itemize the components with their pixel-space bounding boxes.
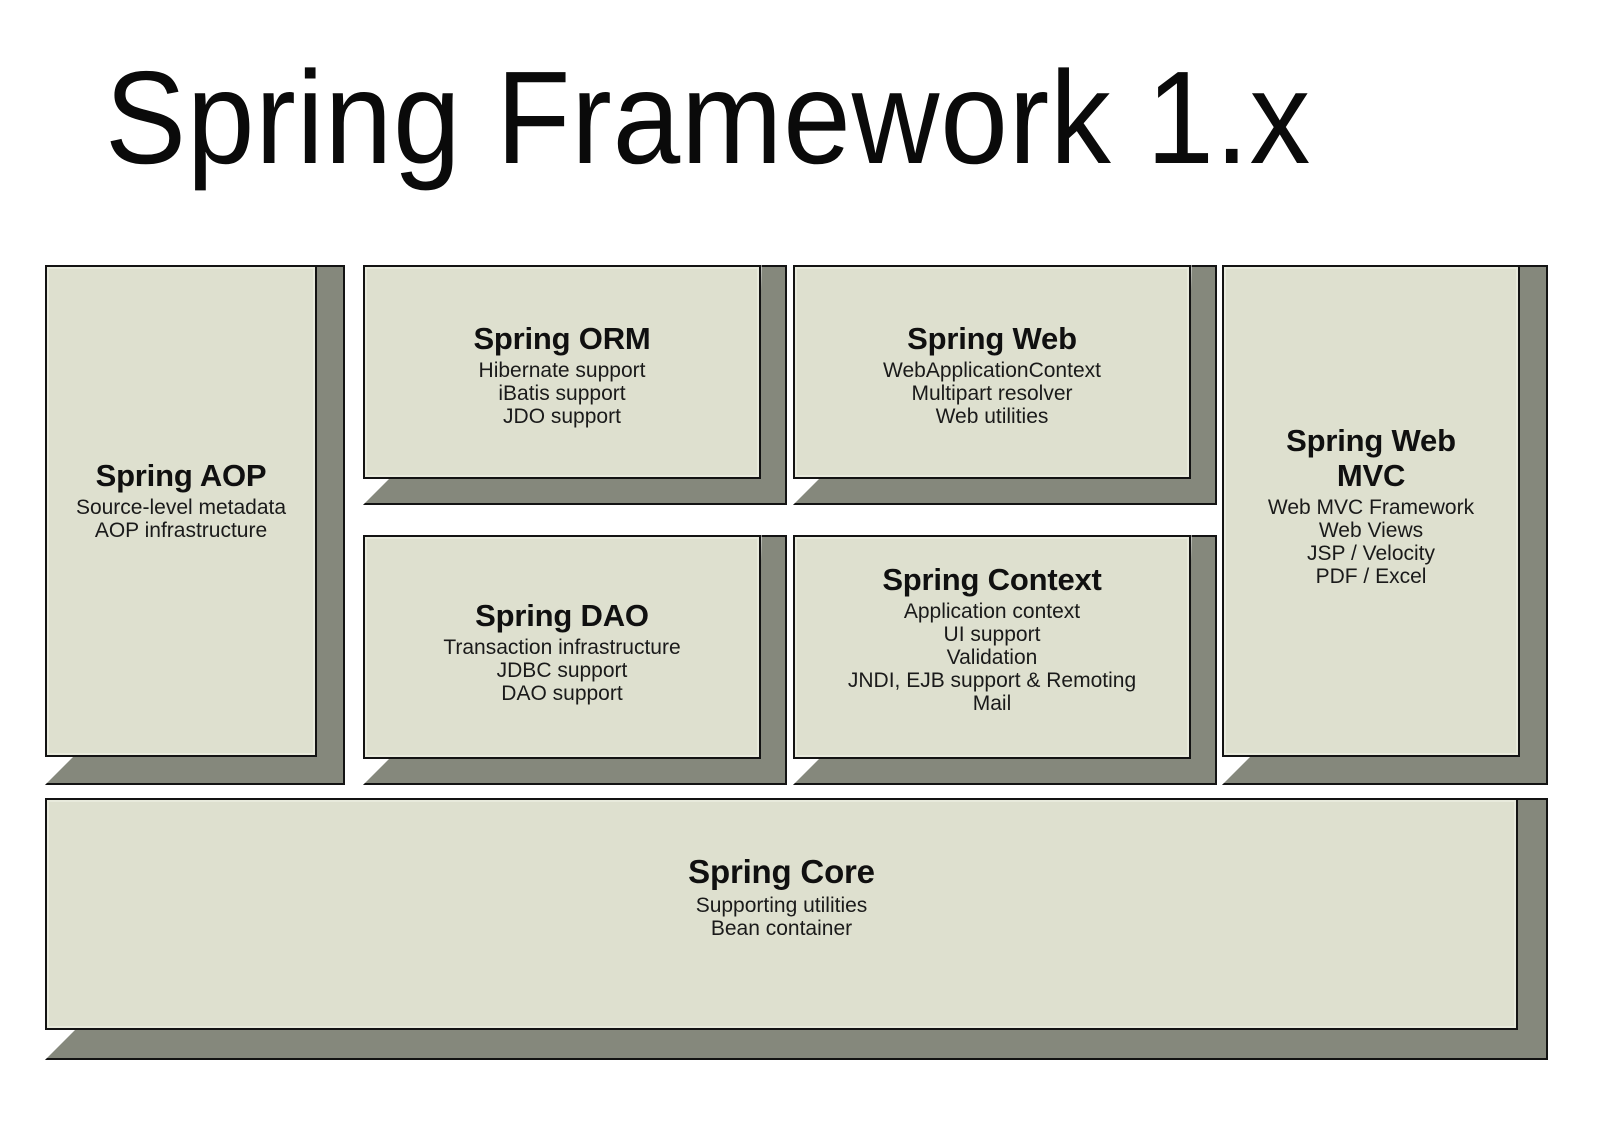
module-detail-line: Bean container	[710, 917, 853, 940]
module-detail-line: Validation	[946, 646, 1038, 669]
page-title: Spring Framework 1.x	[105, 44, 1312, 191]
module-detail-line: JNDI, EJB support & Remoting	[847, 669, 1137, 692]
module-box-spring-dao[interactable]: Spring DAO Transaction infrastructure JD…	[363, 535, 787, 785]
module-detail-line: Multipart resolver	[911, 382, 1073, 405]
module-title: Spring Context	[882, 562, 1102, 597]
module-detail-line: Web MVC Framework	[1267, 496, 1475, 519]
module-title: Spring DAO	[475, 598, 649, 633]
module-box-spring-core[interactable]: Spring Core Supporting utilities Bean co…	[45, 798, 1548, 1060]
module-title: Spring ORM	[473, 321, 651, 356]
module-detail-line: iBatis support	[498, 382, 626, 405]
module-detail-line: WebApplicationContext	[883, 359, 1101, 382]
module-detail-line: Supporting utilities	[695, 894, 868, 917]
box-front-face: Spring Web WebApplicationContext Multipa…	[793, 265, 1191, 479]
module-detail-line: Application context	[903, 600, 1081, 623]
module-box-spring-web[interactable]: Spring Web WebApplicationContext Multipa…	[793, 265, 1217, 505]
module-detail-line: Transaction infrastructure	[443, 636, 681, 659]
module-detail-line: JDO support	[503, 405, 621, 428]
module-detail-line: Web utilities	[935, 405, 1049, 428]
module-title: Spring Web	[1286, 423, 1456, 458]
module-box-spring-context[interactable]: Spring Context Application context UI su…	[793, 535, 1217, 785]
module-detail-line: JSP / Velocity	[1306, 542, 1435, 565]
module-detail-line: UI support	[943, 623, 1041, 646]
module-detail-line: Hibernate support	[478, 359, 646, 382]
module-title: Spring Web	[907, 321, 1077, 356]
box-front-face: Spring AOP Source-level metadata AOP inf…	[45, 265, 317, 757]
module-detail-line: PDF / Excel	[1315, 565, 1427, 588]
module-title: Spring Core	[688, 853, 875, 890]
module-detail-line: AOP infrastructure	[94, 519, 268, 542]
module-detail-line: Web Views	[1318, 519, 1424, 542]
module-box-spring-orm[interactable]: Spring ORM Hibernate support iBatis supp…	[363, 265, 787, 505]
module-box-spring-aop[interactable]: Spring AOP Source-level metadata AOP inf…	[45, 265, 345, 785]
module-title-second-line: MVC	[1336, 458, 1406, 493]
module-title: Spring AOP	[95, 458, 267, 493]
module-box-spring-web-mvc[interactable]: Spring Web MVC Web MVC Framework Web Vie…	[1222, 265, 1548, 785]
box-front-face: Spring ORM Hibernate support iBatis supp…	[363, 265, 761, 479]
module-detail-line: Mail	[972, 692, 1012, 715]
box-front-face: Spring Web MVC Web MVC Framework Web Vie…	[1222, 265, 1520, 757]
module-detail-line: DAO support	[501, 682, 623, 705]
module-detail-line: Source-level metadata	[75, 496, 287, 519]
module-detail-line: JDBC support	[496, 659, 628, 682]
box-front-face: Spring Core Supporting utilities Bean co…	[45, 798, 1518, 1030]
box-front-face: Spring Context Application context UI su…	[793, 535, 1191, 759]
box-front-face: Spring DAO Transaction infrastructure JD…	[363, 535, 761, 759]
